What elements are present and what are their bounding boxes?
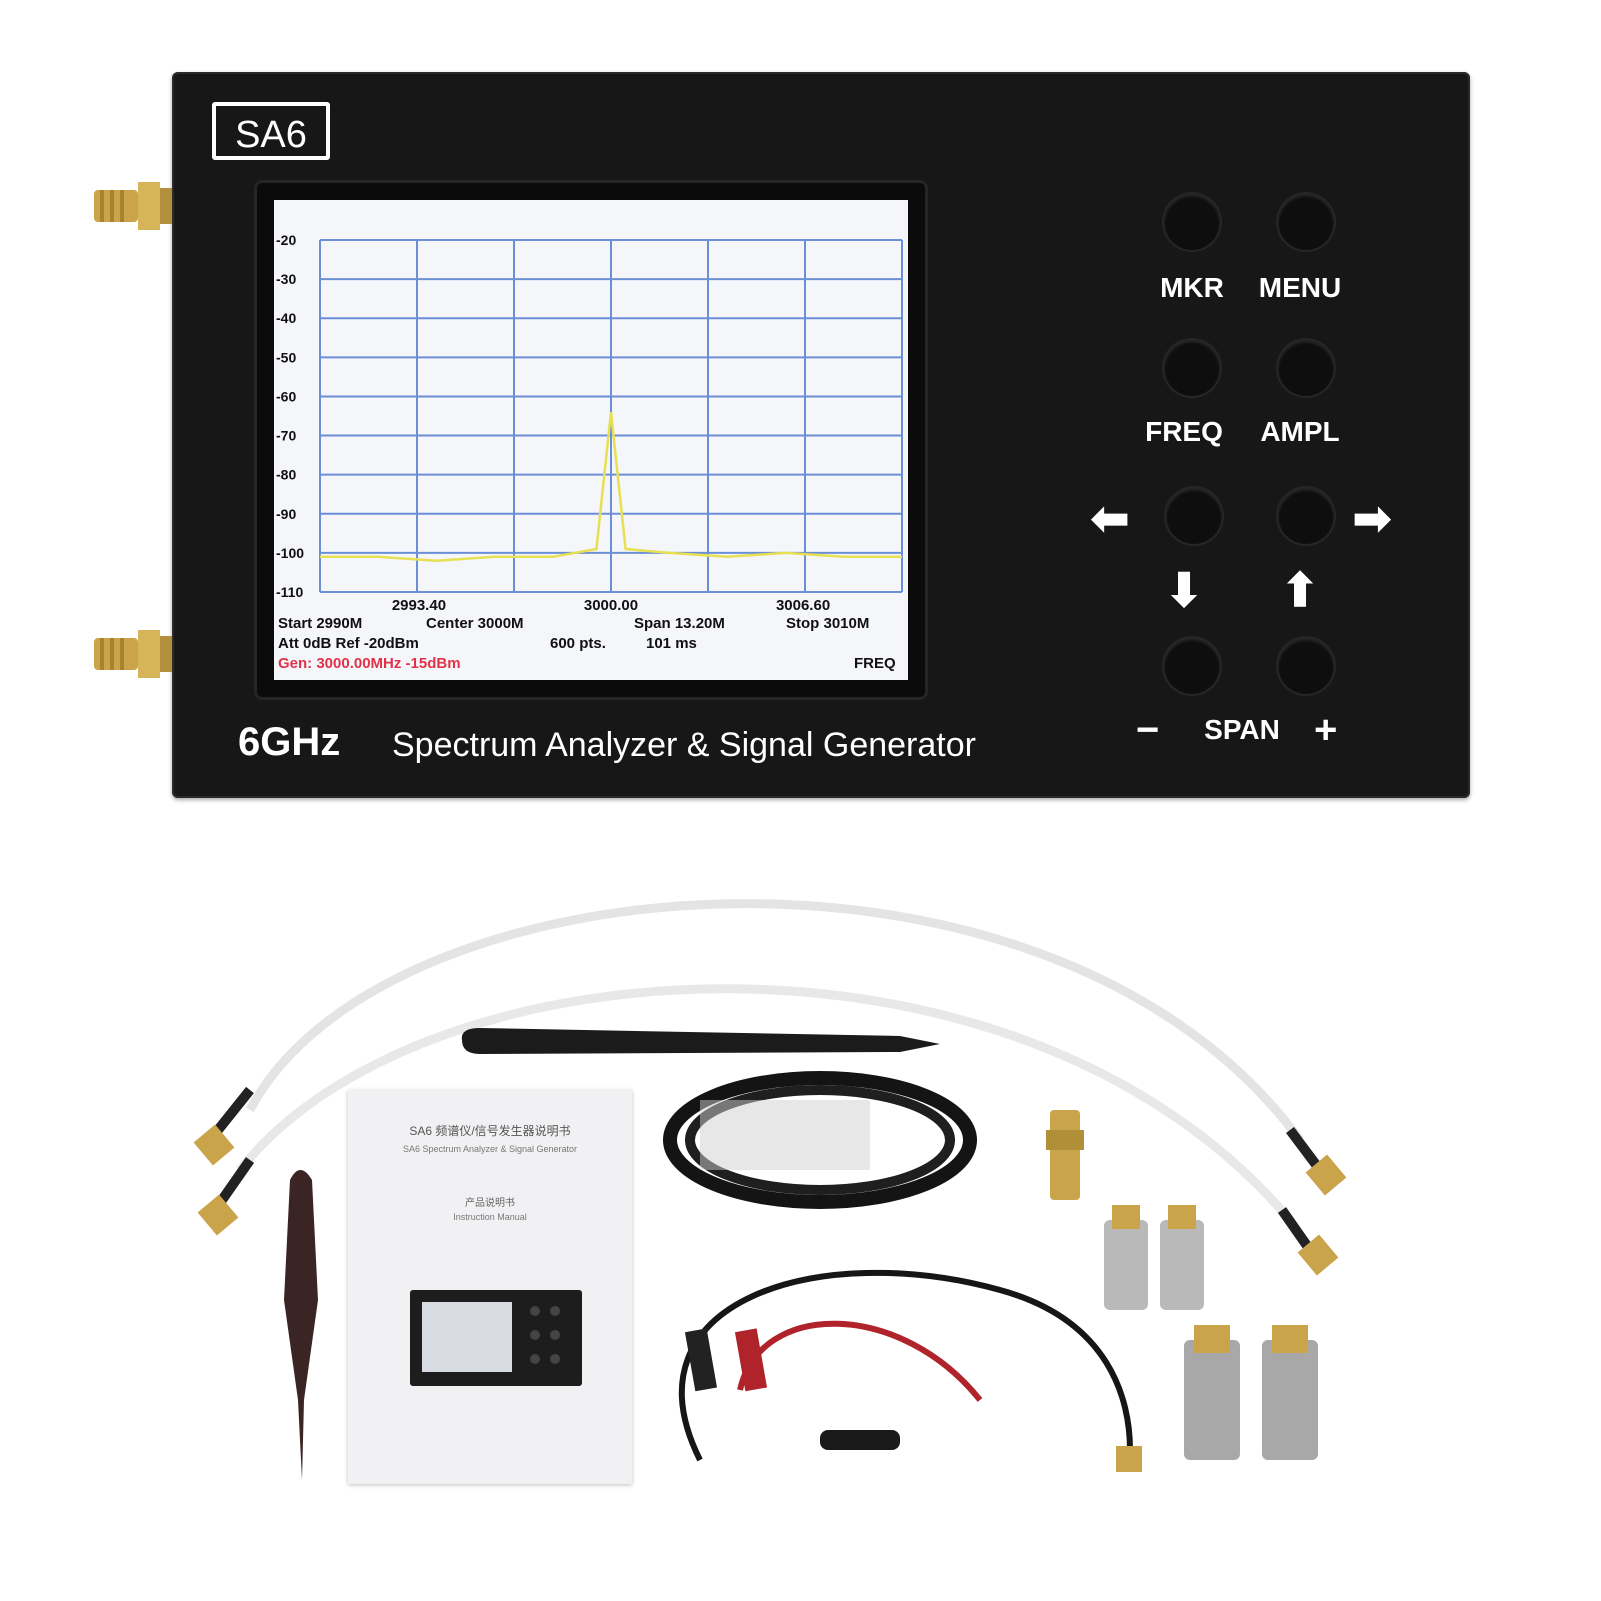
arrow-left-icon: ⬅ [1090, 492, 1130, 544]
spectrum-plot: -20 -30 -40 -50 -60 -70 -80 -90 -100 -110 2993.40… [276, 232, 903, 672]
arrow-right-icon: ➡ [1352, 492, 1392, 544]
span-plus-button[interactable] [1278, 638, 1334, 694]
y-tick-label: -50 [276, 349, 296, 365]
left-button[interactable] [1166, 488, 1222, 544]
menu-label: MENU [1258, 272, 1342, 303]
product-title: Spectrum Analyzer & Signal Generator [392, 726, 976, 764]
minus-sign: − [1136, 708, 1160, 752]
manual-device-image [410, 1290, 582, 1386]
sma-adapter [1050, 1110, 1080, 1200]
y-tick-label: -30 [276, 271, 296, 287]
y-tick-label: -80 [276, 467, 296, 483]
accessories-photo [193, 899, 1347, 1480]
n-adapters [1104, 1205, 1318, 1460]
x-tick-label: 2993.40 [392, 597, 446, 614]
span-minus-button[interactable] [1164, 638, 1220, 694]
rf-output-connector[interactable] [94, 628, 172, 680]
y-tick-label: -100 [276, 545, 304, 561]
test-probe [284, 1170, 318, 1480]
x-tick-label: 3000.00 [584, 597, 638, 614]
y-tick-label: -70 [276, 428, 296, 444]
status-gen: Gen: 3000.00MHz -15dBm [278, 655, 461, 672]
ampl-label: AMPL [1260, 416, 1340, 447]
clip-cable-red [737, 1320, 983, 1402]
y-tick-label: -60 [276, 388, 296, 404]
freq-label: FREQ [1145, 416, 1223, 447]
status-stop: Stop 3010M [786, 615, 869, 632]
span-label: SPAN [1204, 714, 1280, 745]
x-tick-label: 3006.60 [776, 597, 830, 614]
status-mode: FREQ [854, 655, 896, 672]
plus-sign: + [1314, 708, 1338, 752]
spectrum-analyzer-device: SA6 -20 -30 -40 -50 -60 -70 -80 -90 -100 -110 299… [172, 72, 1470, 798]
arrow-down-icon: ⬇ [1164, 564, 1204, 616]
status-att-ref: Att 0dB Ref -20dBm [278, 635, 419, 652]
manual-title: SA6 频谱仪/信号发生器说明书 [409, 1124, 571, 1138]
mkr-button[interactable] [1164, 194, 1220, 250]
right-button[interactable] [1278, 488, 1334, 544]
coax-cable-1 [246, 899, 1304, 1143]
stylus [461, 1028, 940, 1054]
band-label: 6GHz [238, 720, 341, 764]
rf-input-connector[interactable] [94, 180, 172, 232]
arrow-up-icon: ⬆ [1280, 564, 1320, 616]
status-center: Center 3000M [426, 615, 524, 632]
display-screen[interactable]: -20 -30 -40 -50 -60 -70 -80 -90 -100 -110 2993.40… [274, 200, 908, 680]
ampl-button[interactable] [1278, 340, 1334, 396]
usb-cable [663, 1071, 977, 1209]
y-tick-label: -110 [276, 584, 303, 600]
menu-button[interactable] [1278, 194, 1334, 250]
model-badge: SA6 [212, 102, 330, 160]
y-tick-label: -90 [276, 506, 296, 522]
spectrum-trace [320, 411, 902, 562]
status-points: 600 pts. [550, 635, 606, 652]
screen-bezel: -20 -30 -40 -50 -60 -70 -80 -90 -100 -110 2993.40… [254, 180, 928, 700]
freq-button[interactable] [1164, 340, 1220, 396]
instruction-manual: SA6 频谱仪/信号发生器说明书 SA6 Spectrum Analyzer &… [348, 1090, 632, 1484]
status-start: Start 2990M [278, 615, 362, 632]
manual-subtitle: SA6 Spectrum Analyzer & Signal Generator [402, 1144, 578, 1154]
status-span: Span 13.20M [634, 615, 725, 632]
y-tick-label: -40 [276, 310, 296, 326]
y-tick-label: -20 [276, 232, 296, 248]
status-sweep: 101 ms [646, 635, 697, 652]
manual-section-en: Instruction Manual [453, 1212, 527, 1222]
mkr-label: MKR [1160, 272, 1224, 303]
manual-section: 产品说明书 [465, 1198, 515, 1209]
manual-device-screen [422, 1302, 512, 1372]
coax-cable-2 [236, 984, 1294, 1223]
